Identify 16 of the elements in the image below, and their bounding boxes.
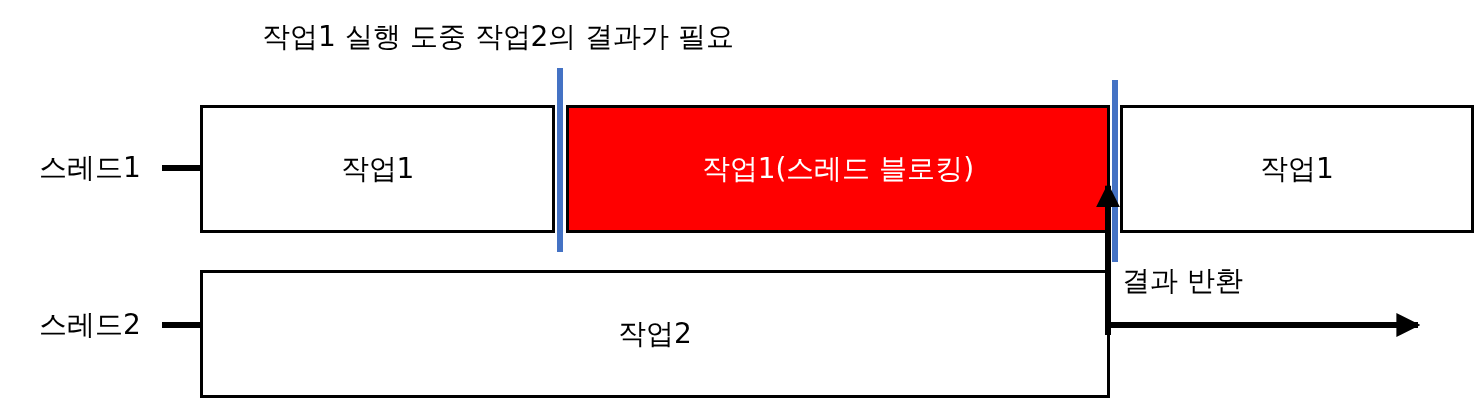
note-text: 작업1 실행 도중 작업2의 결과가 필요 <box>262 19 735 55</box>
task-label: 작업1(스레드 블로킹) <box>701 151 975 187</box>
task-box <box>1120 105 1474 233</box>
task-box <box>200 270 1110 398</box>
arrow <box>1108 313 1421 337</box>
task-label: 작업1 <box>1260 151 1334 187</box>
connector-line <box>162 322 200 328</box>
thread-label: 스레드2 <box>20 305 160 345</box>
task-label: 작업1 <box>340 151 415 187</box>
arrow <box>1096 183 1120 335</box>
edge-label: 결과 반환 <box>1122 263 1243 299</box>
task-label: 작업2 <box>618 316 692 352</box>
thread-label: 스레드1 <box>20 148 160 188</box>
task-box <box>566 105 1110 233</box>
task-box <box>200 105 555 233</box>
connector-line <box>162 165 200 171</box>
